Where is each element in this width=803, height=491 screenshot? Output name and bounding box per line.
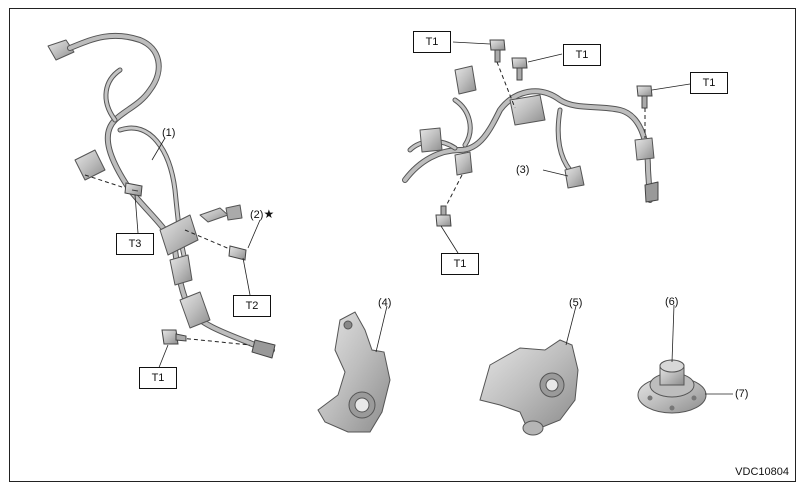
front-abs-sensor-harness — [47, 32, 276, 359]
callout-6: (6) — [665, 296, 679, 308]
callout-2: (2)★ — [250, 208, 274, 221]
callout-5: (5) — [569, 297, 583, 309]
figure-code: VDC10804 — [735, 466, 789, 478]
torque-box-t1-top-left: T1 — [413, 31, 451, 53]
bolt-t3 — [84, 174, 143, 197]
bolt-t1-top-a — [489, 39, 516, 109]
torque-box-t1-mid: T1 — [441, 253, 479, 275]
bolt-t1-top-c — [636, 85, 653, 138]
rear-knuckle — [479, 339, 579, 436]
star-mark: ★ — [263, 207, 275, 221]
torque-box-t2: T2 — [233, 295, 271, 317]
bolt-t1-mid — [435, 174, 463, 227]
bolt-t2 — [184, 229, 247, 261]
front-knuckle — [317, 311, 391, 433]
rear-abs-sensor-harness — [402, 65, 659, 203]
bolt-t1-lower-left — [161, 329, 251, 346]
callout-2-text: (2) — [250, 209, 264, 221]
callout-3: (3) — [516, 164, 530, 176]
torque-box-t1-top-mid: T1 — [563, 44, 601, 66]
callout-4: (4) — [378, 297, 392, 309]
callout-1: (1) — [162, 127, 176, 139]
torque-box-t1-top-right: T1 — [690, 72, 728, 94]
callout-7: (7) — [735, 388, 749, 400]
bolt-t1-top-b — [511, 57, 528, 81]
leader-lines — [134, 41, 733, 395]
hub-unit — [637, 359, 707, 414]
torque-box-t3: T3 — [116, 233, 154, 255]
torque-box-t1-lower-left: T1 — [139, 367, 177, 389]
